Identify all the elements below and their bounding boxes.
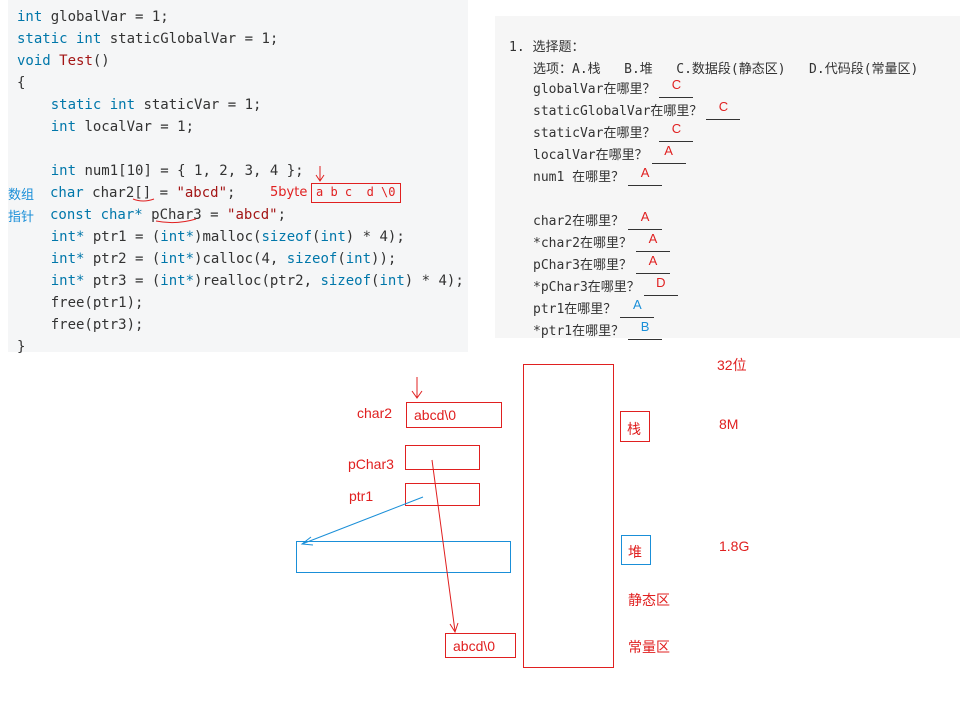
- quiz-question: ptr1在哪里？ A: [533, 297, 655, 318]
- code-line: int* ptr1 = (int*)malloc(sizeof(int) * 4…: [50, 229, 405, 245]
- anno-chars: a b c d \0: [316, 185, 396, 199]
- code-panel: int globalVar = 1; static int staticGlob…: [8, 0, 468, 355]
- quiz-question: globalVar在哪里？ C: [533, 77, 694, 98]
- ptr1-pointer-arrow: [300, 496, 424, 546]
- quiz-question-text: *pChar3在哪里？: [533, 280, 640, 295]
- quiz-question: localVar在哪里？ A: [533, 143, 686, 164]
- quiz-question-text: char2在哪里？: [533, 214, 625, 229]
- code-line: const char* pChar3 = "abcd";: [50, 207, 287, 223]
- quiz-answer-blank: A: [635, 231, 670, 252]
- stack-size: 8M: [719, 416, 739, 432]
- heap-box: 堆: [621, 535, 651, 565]
- quiz-question-text: staticGlobalVar在哪里？: [533, 104, 703, 119]
- code-line: char char2[] = "abcd";: [50, 185, 236, 201]
- anno-size: 5byte: [270, 185, 308, 200]
- pchar3-label: pChar3: [348, 456, 394, 472]
- code-line: }: [17, 339, 26, 355]
- code-line: int num1[10] = { 1, 2, 3, 4 };: [50, 163, 304, 179]
- anno-pointer: 指针: [8, 210, 35, 225]
- pchar3-pointer-arrow: [431, 459, 459, 634]
- quiz-answer-blank: C: [706, 99, 741, 120]
- code-line: int* ptr2 = (int*)calloc(4, sizeof(int))…: [50, 251, 397, 267]
- quiz-question: num1 在哪里？ A: [533, 165, 663, 186]
- quiz-question: *char2在哪里？ A: [533, 231, 670, 252]
- code-line: int* ptr3 = (int*)realloc(ptr2, sizeof(i…: [50, 273, 464, 289]
- quiz-question-text: staticVar在哪里？: [533, 126, 656, 141]
- quiz-answer-blank: B: [628, 319, 663, 340]
- quiz-question-text: *ptr1在哪里？: [533, 324, 625, 339]
- quiz-question-text: localVar在哪里？: [533, 148, 648, 163]
- code-line: free(ptr1);: [17, 295, 144, 311]
- quiz-answer-blank: A: [628, 209, 663, 230]
- quiz-question: char2在哪里？ A: [533, 209, 663, 230]
- char2-value: abcd\0: [414, 407, 457, 423]
- code-line: int globalVar = 1;: [17, 9, 169, 25]
- quiz-answer-blank: A: [620, 297, 655, 318]
- quiz-answer: A: [664, 143, 673, 158]
- code-line: {: [17, 75, 26, 91]
- quiz-answer: C: [671, 77, 682, 92]
- code-line: int localVar = 1;: [50, 119, 195, 135]
- quiz-question: pChar3在哪里？ A: [533, 253, 670, 274]
- quiz-question: staticVar在哪里？ C: [533, 121, 694, 142]
- heap-block: [296, 541, 511, 573]
- quiz-answer: C: [671, 121, 682, 136]
- quiz-answer: A: [648, 253, 658, 268]
- quiz-answer: A: [632, 297, 642, 312]
- quiz-title: 1. 选择题：: [509, 40, 585, 55]
- ptr1-label: ptr1: [349, 488, 374, 504]
- quiz-options: 选项：A.栈 B.堆 C.数据段(静态区) D.代码段(常量区): [533, 62, 919, 77]
- code-line: static int staticGlobalVar = 1;: [17, 31, 279, 47]
- char2-label: char2: [357, 405, 393, 421]
- ptr1-box: [405, 483, 480, 506]
- const-value: abcd\0: [453, 638, 496, 654]
- quiz-answer-blank: C: [659, 77, 694, 98]
- const-box: abcd\0: [445, 633, 516, 658]
- const-label: 常量区: [628, 639, 670, 655]
- quiz-question: staticGlobalVar在哪里？ C: [533, 99, 741, 120]
- heap-size: 1.8G: [719, 538, 750, 554]
- quiz-answer-blank: C: [659, 121, 694, 142]
- quiz-question-text: *char2在哪里？: [533, 236, 632, 251]
- quiz-question-text: pChar3在哪里？: [533, 258, 632, 273]
- static-label: 静态区: [628, 592, 670, 608]
- code-line: static int staticVar = 1;: [50, 97, 262, 113]
- bits-label: 32位: [717, 357, 747, 373]
- quiz-question-text: ptr1在哪里？: [533, 302, 617, 317]
- quiz-question: *ptr1在哪里？ B: [533, 319, 663, 340]
- quiz-answer-blank: D: [643, 275, 678, 296]
- quiz-answer: A: [648, 231, 658, 246]
- code-annotation-arrows: [132, 166, 325, 224]
- memory-column: [523, 364, 614, 668]
- quiz-question-text: num1 在哪里？: [533, 170, 625, 185]
- quiz-answer: D: [656, 275, 666, 290]
- char2-box: abcd\0: [406, 402, 502, 428]
- char-array-box: a b c d \0: [311, 183, 401, 203]
- quiz-answer: A: [640, 165, 650, 180]
- char2-down-arrow: [411, 377, 423, 399]
- quiz-answer: B: [640, 319, 650, 334]
- pchar3-box: [405, 445, 480, 470]
- quiz-answer-blank: A: [628, 165, 663, 186]
- code-line: free(ptr3);: [17, 317, 144, 333]
- quiz-panel: 1. 选择题： 选项：A.栈 B.堆 C.数据段(静态区) D.代码段(常量区)…: [495, 16, 960, 340]
- stack-box: 栈: [620, 411, 650, 442]
- code-text: globalVar = 1;: [50, 9, 169, 25]
- quiz-answer-blank: A: [635, 253, 670, 274]
- code-line: void Test(): [17, 53, 110, 69]
- heap-label: 堆: [628, 544, 642, 560]
- quiz-answer: A: [640, 209, 650, 224]
- anno-array: 数组: [8, 188, 35, 203]
- quiz-answer-blank: A: [651, 143, 686, 164]
- quiz-answer: C: [718, 99, 729, 114]
- stack-label: 栈: [627, 421, 641, 437]
- quiz-question: *pChar3在哪里？ D: [533, 275, 678, 296]
- quiz-question-text: globalVar在哪里？: [533, 82, 656, 97]
